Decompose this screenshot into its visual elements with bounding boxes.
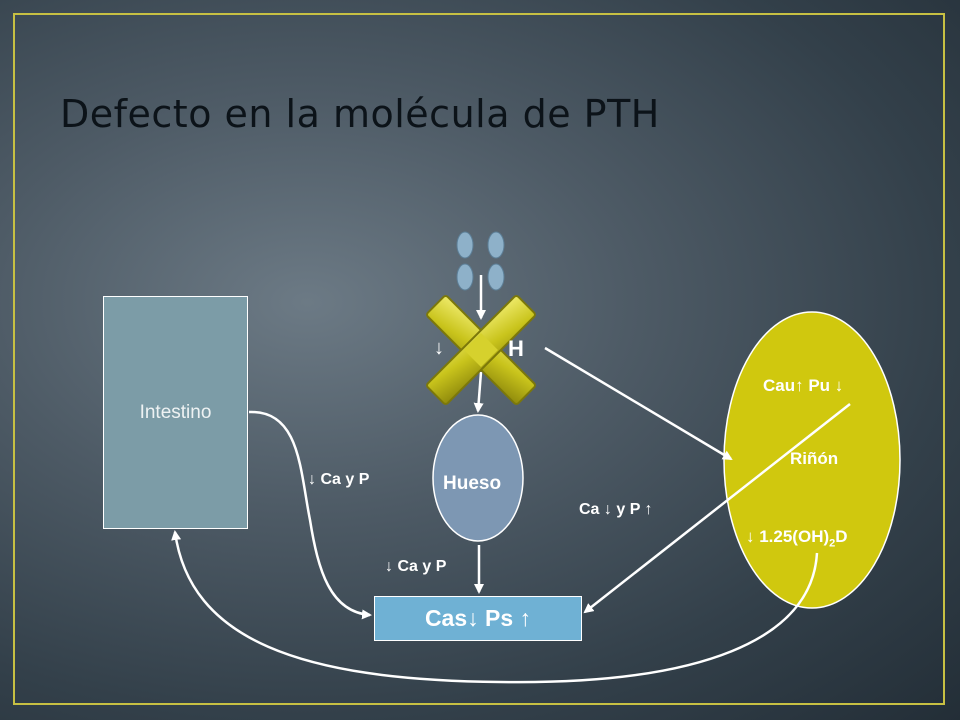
- rinon-label: Riñón: [790, 449, 839, 468]
- slide-frame: [13, 13, 945, 705]
- arrow-rinon-to-intestino: [171, 530, 819, 684]
- intestino-label: Intestino: [139, 401, 212, 423]
- x-cross-icon: [426, 295, 536, 405]
- intestine-flow-label: ↓ Ca y P: [308, 471, 370, 488]
- bone-flow-label: ↓ Ca y P: [385, 558, 447, 575]
- kidney-vitamin-d-suffix: D: [835, 527, 848, 546]
- kidney-vitamin-d-subscript: 2: [829, 537, 836, 550]
- slide-title: Defecto en la molécula de PTH: [60, 92, 660, 136]
- kidney-urine-label: Cau↑ Pu ↓: [763, 376, 844, 395]
- hueso-ellipse: [432, 414, 524, 542]
- arrow-pth-to-hueso: [473, 371, 484, 413]
- kidney-vitamin-d-text: ↓ 1.25(OH): [746, 527, 830, 546]
- kidney-vitamin-d-label: ↓ 1.25(OH)2D: [746, 527, 848, 549]
- intestino-box: Intestino: [103, 296, 248, 529]
- serum-ca-p-label: Cas↓ Ps ↑: [424, 605, 532, 631]
- hueso-label: Hueso: [443, 473, 502, 494]
- pth-letter-fragment: H: [508, 336, 524, 361]
- arrow-rinon-to-cas: [583, 403, 851, 614]
- serum-ca-p-box: Cas↓ Ps ↑: [374, 596, 582, 641]
- pth-molecules: [456, 231, 505, 291]
- kidney-flow-label: Ca ↓ y P ↑: [579, 501, 653, 518]
- arrow-pth-to-rinon: [544, 346, 733, 461]
- pth-arrow-fragment: ↓: [434, 337, 444, 359]
- arrow-intestino-to-cas: [248, 410, 372, 620]
